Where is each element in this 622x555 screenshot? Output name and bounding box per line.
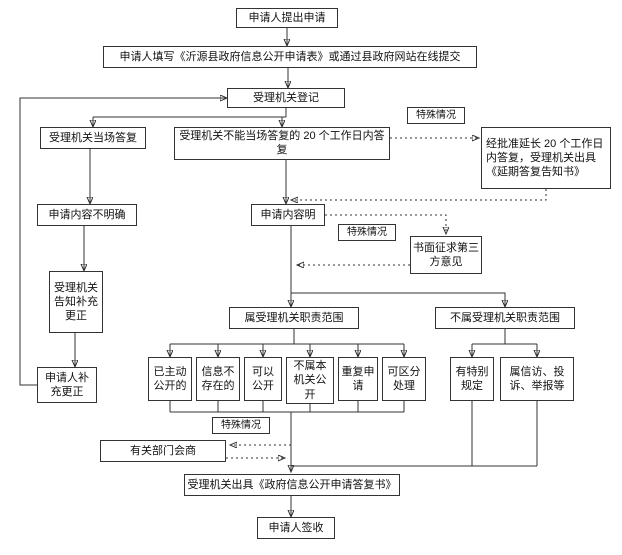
node-content-clear: 申请内容明: [251, 204, 325, 226]
special-case-label-2: 特殊情况: [338, 224, 396, 241]
node-extended-reply: 经批准延长 20 个工作日内答复，受理机关出具《延期答复告知书》: [481, 127, 611, 189]
solid-edges: [19, 28, 537, 516]
special-case-label-1: 特殊情况: [407, 107, 465, 124]
node-in-scope: 属受理机关职责范围: [229, 307, 359, 329]
node-deferred-reply: 受理机关不能当场答复的 20 个工作日内答复: [174, 127, 390, 160]
node-reply-document: 受理机关出具《政府信息公开申请答复书》: [184, 474, 400, 496]
node-dept-consultation: 有关部门会商: [100, 440, 226, 462]
node-can-disclose: 可以公开: [244, 357, 282, 401]
special-case-label-3: 特殊情况: [212, 417, 270, 434]
dashed-edges: [226, 138, 547, 458]
node-applicant-sign: 申请人签收: [257, 517, 335, 539]
node-notify-supplement: 受理机关告知补充更正: [49, 271, 103, 333]
node-applicant-submit: 申请人提出申请: [236, 8, 338, 28]
node-already-public: 已主动公开的: [148, 357, 192, 401]
node-not-this-organ: 不属本机关公开: [286, 357, 334, 404]
node-fill-form: 申请人填写《沂源县政府信息公开申请表》或通过县政府网站在线提交: [103, 46, 477, 68]
node-separable-handling: 可区分处理: [382, 357, 426, 401]
node-content-unclear: 申请内容不明确: [37, 204, 137, 226]
node-out-of-scope: 不属受理机关职责范围: [435, 307, 575, 329]
node-applicant-supplement: 申请人补充更正: [37, 367, 97, 403]
node-info-not-exist: 信息不存在的: [196, 357, 240, 401]
node-third-party-opinion: 书面征求第三方意见: [410, 236, 482, 274]
node-register: 受理机关登记: [227, 88, 345, 108]
node-petition-complaint: 属信访、投诉、举报等: [500, 357, 574, 401]
node-onspot-reply: 受理机关当场答复: [40, 127, 146, 149]
node-repeat-application: 重复申请: [338, 357, 378, 401]
node-special-provision: 有特别规定: [450, 357, 494, 401]
